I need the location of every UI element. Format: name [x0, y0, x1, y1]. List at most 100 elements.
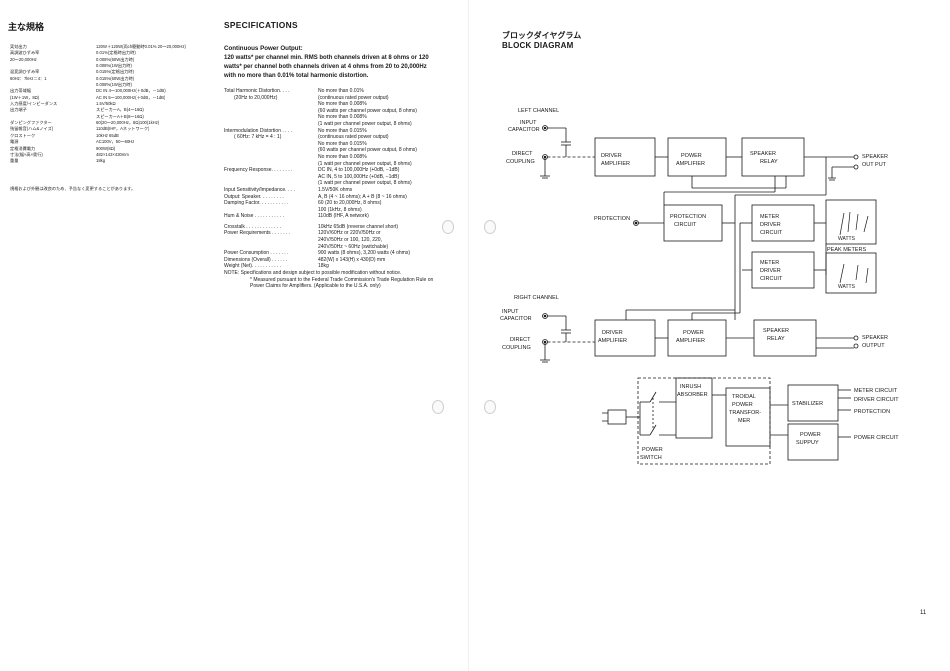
- jp-spec-value: AC IN 5～100,000Hz(＋0dB，－1dB): [96, 94, 166, 100]
- block-label: PROTECTION: [670, 214, 706, 220]
- jp-spec-value: 0.008%(60W出力時): [96, 56, 135, 62]
- spec-power-consumption: Power Consumption . . . . . . . 900 watt…: [224, 250, 436, 257]
- jp-spec-label: 定格消費電力: [10, 145, 36, 151]
- jp-spec-value: 482×143×430mm: [96, 151, 129, 157]
- jp-spec-value: 120W＋120W(両ch駆動時0.01% 20～20,000Hz): [96, 44, 186, 49]
- spec-value: 60 (20 to 20,000Hz, 8 ohms): [318, 200, 382, 207]
- block-label: CIRCUIT: [674, 222, 697, 228]
- jp-spec-row: 0.008%(1W出力時): [10, 82, 210, 88]
- spec-value: 482(W) x 143(H) x 430(D) mm: [318, 256, 386, 263]
- jp-spec-value: 110dB(IHF，Aネットワーク): [96, 126, 150, 132]
- jp-spec-label: 高調波ひずみ率: [10, 50, 40, 56]
- jp-spec-value: 18kg: [96, 158, 106, 164]
- block-label: DRIVER: [601, 153, 622, 159]
- specifications-title: SPECIFICATIONS: [224, 20, 298, 30]
- right-channel-label: RIGHT CHANNEL: [514, 295, 559, 301]
- block-label: INRUSH: [680, 384, 701, 390]
- block-label: SUPPUY: [796, 440, 819, 446]
- jp-spec-value: AC100V，50～60Hz: [96, 139, 135, 145]
- block-label: AMPLIFIER: [676, 338, 705, 344]
- jp-spec-label: ダンピングファクター: [10, 120, 52, 126]
- block-label: TRANSFOR-: [729, 410, 761, 416]
- spec-value: 100 (1kHz, 8 ohms): [318, 206, 362, 213]
- block-label: ABSORBER: [677, 392, 708, 398]
- jp-spec-row: 残留雑音(ハム&ノイズ)110dB(IHF，Aネットワーク): [10, 126, 210, 132]
- jp-spec-value: 1.5V/50kΩ: [96, 101, 116, 107]
- jp-spec-value: スピーカーA＋B(8～16Ω): [96, 113, 144, 119]
- jp-block-diagram-title: ブロックダイヤグラム: [502, 31, 582, 40]
- block-label: RELAY: [767, 336, 785, 342]
- jp-spec-value: 60(20～20,000Hz，8Ω)100(1kHz): [96, 120, 160, 126]
- block-label: TROIDAL: [732, 394, 756, 400]
- spec-value: 240V/50Hz or 100, 120, 220,: [318, 237, 382, 244]
- jp-spec-label: クロストーク: [10, 132, 36, 138]
- spec-value: (1 watt per channel power output, 8 ohms…: [318, 120, 412, 127]
- protection-output-label: PROTECTION: [854, 409, 890, 415]
- spec-label: Total Harmonic Distortion. . . .: [224, 88, 290, 94]
- jp-spec-label: 混変調ひずみ率: [10, 69, 40, 75]
- direct-label: DIRECT: [512, 151, 533, 157]
- continuous-power-title: Continuous Power Output:: [224, 45, 303, 52]
- jp-specs-title: 主な規格: [8, 22, 45, 32]
- spec-input: Input Sensitivity/Impedance. . . . 1.5V/…: [224, 187, 436, 194]
- jp-spec-label: 寸法(幅×高×奥行): [10, 151, 43, 157]
- punch-hole: [484, 400, 496, 414]
- spec-value: (60 watts per channel power output, 8 oh…: [318, 147, 417, 154]
- spec-value: 1.5V/50K ohms: [318, 186, 353, 193]
- speaker-outout-label: OUT PUT: [862, 162, 887, 168]
- jp-spec-value: 0.008%(1W出力時): [96, 63, 132, 69]
- spec-value: (1 watt per channel power output, 8 ohms…: [318, 180, 412, 187]
- coupling-label: COUPLING: [506, 159, 535, 165]
- spec-label: Hum & Noise . . . . . . . . . . .: [224, 213, 285, 220]
- jp-spec-label: 電源: [10, 139, 19, 145]
- punch-hole: [442, 220, 454, 234]
- meter-circuit-label: METER CIRCUIT: [854, 388, 898, 394]
- spec-value: (continuous rated power output): [318, 94, 389, 101]
- block-label: DRIVER: [602, 330, 623, 336]
- jp-spec-label: 60Hz：7kHz＝4：1: [10, 75, 47, 81]
- jp-spec-label: 出力端子: [10, 107, 27, 113]
- spec-frequency-response: Frequency Response. . . . . . . . DC IN,…: [224, 167, 436, 187]
- power-switch-label: POWER: [642, 447, 663, 453]
- continuous-power-text: 120 watts* per channel min. RMS both cha…: [224, 55, 429, 79]
- spec-sublabel: (20Hz to 20,000Hz): [234, 94, 278, 101]
- jp-spec-row: 重量 18kg: [10, 158, 210, 164]
- speaker-label: SPEAKER: [862, 335, 888, 341]
- spec-output: Output: Speaker. . . . . . . . . A, B (4…: [224, 194, 436, 201]
- jp-spec-row: 入力感度/インピーダンス 1.5V/50kΩ: [10, 101, 210, 107]
- spec-label: Power Consumption . . . . . . .: [224, 250, 289, 257]
- protection-label: PROTECTION: [594, 216, 630, 222]
- power-switch-label: SWITCH: [640, 455, 662, 461]
- jp-spec-row: スピーカーA＋B(8～16Ω): [10, 114, 210, 120]
- spec-weight: Weight (Net). . . . . . . . . . . 18kg: [224, 263, 436, 270]
- block-label: DRIVER: [760, 222, 781, 228]
- jp-spec-label: 入力感度/インピーダンス: [10, 101, 58, 107]
- spec-value: 110dB (IHF, A network): [318, 213, 369, 220]
- capacitor-label: CAPACITOR: [500, 316, 532, 322]
- jp-spec-label: 20～20,000Hz: [10, 56, 37, 62]
- spec-value: No more than 0.01%: [318, 88, 364, 94]
- spec-thd: Total Harmonic Distortion. . . . (20Hz t…: [224, 88, 436, 128]
- capacitor-label: CAPACITOR: [508, 127, 540, 133]
- block-label: METER: [760, 214, 779, 220]
- jp-spec-value: スピーカーA，B(4～16Ω): [96, 107, 144, 113]
- spec-label: Weight (Net). . . . . . . . . . .: [224, 263, 282, 270]
- block-label: AMPLIFIER: [601, 161, 630, 167]
- coupling-label: COUPLING: [502, 345, 531, 351]
- spec-value: (1 watt per channel power output, 8 ohms…: [318, 160, 412, 167]
- right-page: ブロックダイヤグラム BLOCK DIAGRAM: [470, 0, 950, 671]
- spec-label: Input Sensitivity/Impedance. . . .: [224, 186, 295, 193]
- block-label: SPEAKER: [750, 151, 776, 157]
- spec-hum-noise: Hum & Noise . . . . . . . . . . . 110dB …: [224, 213, 436, 220]
- block-label: STABILIZER: [792, 401, 823, 407]
- watts-label: WATTS: [838, 284, 856, 290]
- jp-spec-label: 重量: [10, 158, 19, 164]
